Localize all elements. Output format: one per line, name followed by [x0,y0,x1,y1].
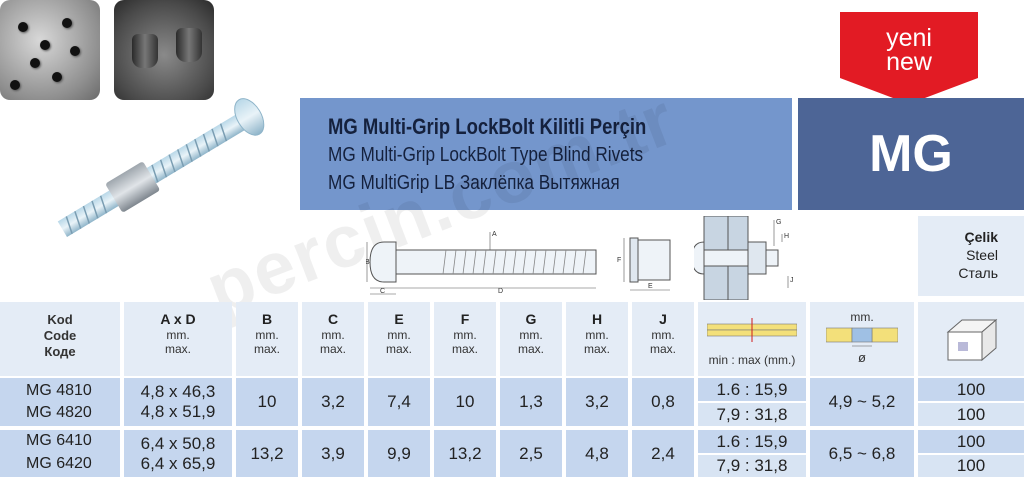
header-quantity [918,302,1024,376]
dim-label-g: G [776,219,781,226]
material-turkish: Çelik [964,229,998,245]
header-grip-range: min : max (mm.) [698,302,806,376]
hole-symbol: ø [858,350,866,365]
hole-unit: mm. [850,310,874,324]
dim-label-h: H [784,233,789,240]
title-russian: MG MultiGrip LB Заклёпка Вытяжная [328,172,620,194]
group-1-e: 7,4 [368,378,430,426]
dimension-drawing-collar: F E [617,237,671,291]
header-h: H mm. max. [566,302,628,376]
grip-range-icon [706,318,798,342]
badge-shape-icon [840,12,978,104]
row-4-axd: 6,4 x 65,9 [140,453,216,473]
row-2-axd: 4,8 x 51,9 [140,402,216,421]
header-code-ru: Коде [44,344,76,359]
title-banner: MG Multi-Grip LockBolt Kilitli Perçin MG… [300,98,792,210]
header-code: Kod Code Коде [0,302,120,376]
group-1-axd: 4,8 x 46,3 4,8 x 51,9 [124,378,232,426]
material-russian: Сталь [958,265,998,281]
header-b: B mm. max. [236,302,298,376]
product-photo-rivets-top [0,0,100,100]
header-g: G mm. max. [500,302,562,376]
new-badge: yeni new [834,12,984,104]
header-hole-diameter: mm. ø [810,302,914,376]
group-1-h: 3,2 [566,378,628,426]
group-1-c: 3,2 [302,378,364,426]
product-photo-rivets-installed [114,0,214,100]
group-2-hole: 6,5 ~ 6,8 [810,430,914,477]
group-2-j: 2,4 [632,430,694,477]
row-1-grip: 1.6 : 15,9 [698,378,806,401]
header-code-tr: Kod [47,312,73,327]
group-1-g: 1,3 [500,378,562,426]
badge-line1: yeni [886,24,932,52]
group-1-hole: 4,9 ~ 5,2 [810,378,914,426]
row-3-code: MG 6410 [26,432,92,449]
group-2-b: 13,2 [236,430,298,477]
title-english: MG Multi-Grip LockBolt Type Blind Rivets [328,144,644,166]
row-3-qty: 100 [918,430,1024,453]
group-1-j: 0,8 [632,378,694,426]
material-box: Çelik Steel Сталь [918,216,1024,296]
row-4-code: MG 6420 [26,455,92,472]
row-4-grip: 7,9 : 31,8 [698,455,806,477]
row-1-axd: 4,8 x 46,3 [140,382,216,401]
header-c: C mm. max. [302,302,364,376]
group-2-axd: 6,4 x 50,8 6,4 x 65,9 [124,430,232,477]
row-3-axd: 6,4 x 50,8 [140,433,216,453]
group-1-code-bg [0,378,120,426]
dim-label-j: J [790,277,794,284]
header-j: J mm. max. [632,302,694,376]
dim-label-b: B [366,259,370,266]
header-f: F mm. max. [434,302,496,376]
dim-label-e: E [648,283,653,290]
row-2-code: MG 4820 [26,404,92,421]
dim-label-f: F [617,257,621,264]
hole-diameter-icon [825,327,899,347]
title-turkish: MG Multi-Grip LockBolt Kilitli Perçin [328,114,647,139]
row-3-grip: 1.6 : 15,9 [698,430,806,453]
group-2-e: 9,9 [368,430,430,477]
row-2-grip: 7,9 : 31,8 [698,403,806,426]
installed-drawing: G H J [694,216,794,300]
dim-label-c: C [380,288,385,295]
header-axd: A x D mm. max. [124,302,232,376]
row-2-qty: 100 [918,403,1024,426]
group-2-c: 3,9 [302,430,364,477]
lockbolt-illustration [57,98,265,237]
dim-label-d: D [498,288,503,295]
row-4-qty: 100 [918,455,1024,477]
material-english: Steel [966,247,998,263]
row-1-qty: 100 [918,378,1024,401]
group-2-h: 4,8 [566,430,628,477]
group-1-b: 10 [236,378,298,426]
series-code-box: MG [798,98,1024,210]
grip-range-label: min : max (mm.) [708,353,796,367]
group-2-f: 13,2 [434,430,496,477]
series-code: MG [869,125,953,183]
badge-line2: new [886,48,932,76]
row-1-code: MG 4810 [26,382,92,399]
header-code-en: Code [43,328,77,343]
group-1-f: 10 [434,378,496,426]
dim-label-a: A [492,231,497,238]
header-e: E mm. max. [368,302,430,376]
group-2-g: 2,5 [500,430,562,477]
group-2-code-bg [0,430,120,477]
box-icon [946,318,998,362]
dimension-drawing-bolt: A B C D [366,231,597,295]
